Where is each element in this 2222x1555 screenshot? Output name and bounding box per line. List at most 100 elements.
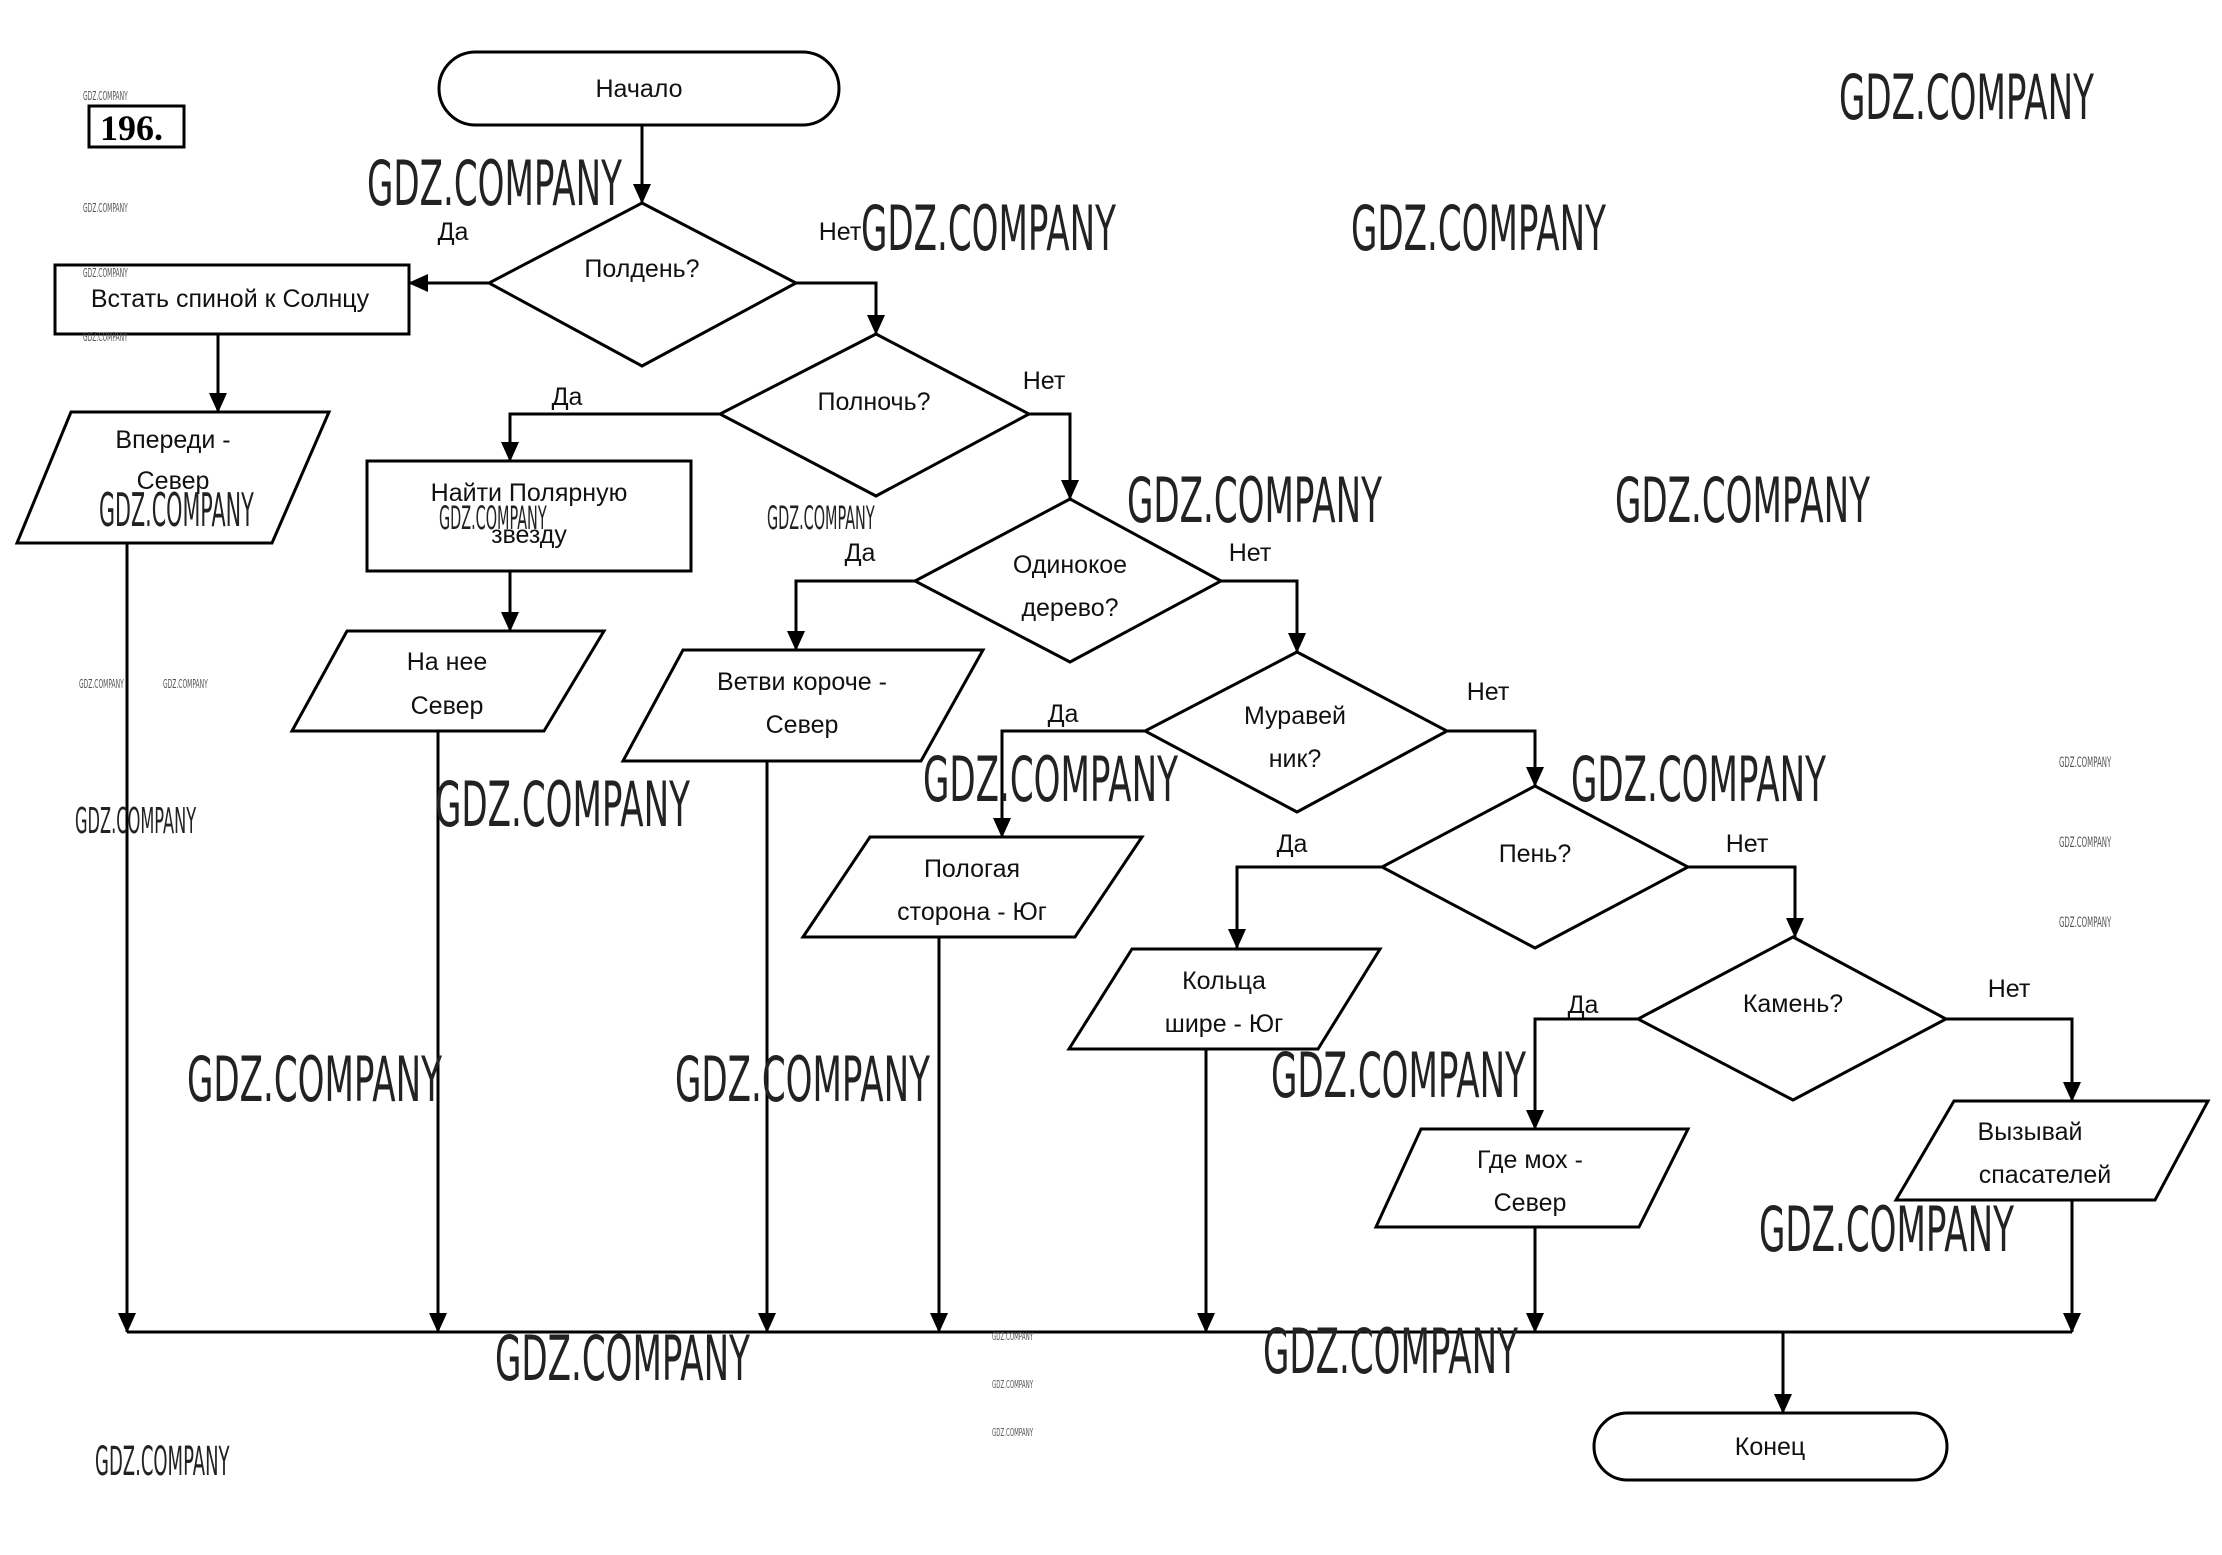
- node-stone: Камень?: [1634, 935, 1950, 1102]
- watermark: GDZ.COMPANY: [187, 1044, 442, 1116]
- node-ahead-north-line1: Впереди -: [115, 426, 230, 454]
- node-call-rescuers-line1: Вызывай: [1978, 1118, 2083, 1146]
- watermark: GDZ.COMPANY: [1571, 744, 1826, 816]
- node-toward-north: На нее Север: [289, 629, 607, 733]
- watermark: GDZ.COMPANY: [367, 148, 622, 220]
- task-number-box: [87, 104, 186, 149]
- edge-anthill-yes: [993, 729, 1145, 838]
- watermark: GDZ.COMPANY: [923, 744, 1178, 816]
- io-call-rescuers: [1893, 1099, 2211, 1202]
- watermark-small: GDZ.COMPANY: [83, 202, 128, 216]
- watermark: GDZ.COMPANY: [1839, 62, 2094, 134]
- watermark-small: GDZ.COMPANY: [2059, 754, 2111, 770]
- watermarks-small: GDZ.COMPANY GDZ.COMPANY GDZ.COMPANY GDZ.…: [79, 90, 2111, 1440]
- node-branches-shorter-line1: Ветви короче -: [717, 668, 887, 696]
- node-back-to-sun-label: Встать спиной к Солнцу: [91, 285, 370, 313]
- watermark: GDZ.COMPANY: [1615, 465, 1870, 537]
- node-anthill-line2: ник?: [1269, 745, 1322, 773]
- node-ahead-north: Впереди - Север: [14, 410, 332, 545]
- node-gentle-side: Пологая сторона - Юг: [800, 835, 1145, 939]
- node-rings-wider-line1: Кольца: [1182, 967, 1266, 995]
- label-anthill-yes: Да: [1048, 700, 1079, 728]
- watermark: GDZ.COMPANY: [99, 485, 254, 538]
- watermark-small: GDZ.COMPANY: [2059, 914, 2111, 930]
- node-stump: Пень?: [1378, 784, 1692, 950]
- watermark: GDZ.COMPANY: [1127, 465, 1382, 537]
- edges: [118, 125, 2081, 1414]
- edge-midnight-yes: [501, 412, 720, 462]
- edge-stump-yes: [1228, 865, 1382, 949]
- node-moss-north-line1: Где мох -: [1477, 1146, 1583, 1174]
- node-toward-north-line1: На нее: [407, 648, 488, 676]
- watermark-small: GDZ.COMPANY: [79, 678, 124, 692]
- node-noon: Полдень?: [485, 201, 800, 368]
- node-back-to-sun: Встать спиной к Солнцу: [53, 263, 411, 336]
- node-anthill-line1: Муравей: [1244, 702, 1346, 730]
- node-end-label: Конец: [1735, 1433, 1806, 1461]
- watermark-small: GDZ.COMPANY: [83, 90, 128, 104]
- task-number: 196.: [87, 104, 186, 149]
- node-gentle-side-line1: Пологая: [924, 855, 1020, 883]
- io-moss-north: [1373, 1127, 1691, 1229]
- decision-stump: [1378, 784, 1692, 950]
- edge-anthill-no: [1447, 729, 1544, 787]
- watermark: GDZ.COMPANY: [435, 769, 690, 841]
- watermark: GDZ.COMPANY: [1351, 193, 1606, 265]
- label-stump-yes: Да: [1277, 830, 1308, 858]
- watermark: GDZ.COMPANY: [675, 1044, 930, 1116]
- edge-labels: Да Нет Да Нет Да Нет Да Нет Да Нет Да Не…: [438, 218, 2031, 1019]
- edge-noon-no: [796, 281, 885, 335]
- node-end: Конец: [1592, 1411, 1949, 1482]
- watermark: GDZ.COMPANY: [439, 499, 547, 536]
- decision-midnight: [716, 332, 1033, 498]
- watermark-small: GDZ.COMPANY: [992, 1427, 1034, 1440]
- edge-tree-yes: [787, 579, 915, 651]
- edge-midnight-no: [1029, 412, 1079, 500]
- label-stump-no: Нет: [1726, 830, 1769, 858]
- io-toward-north: [289, 629, 607, 733]
- label-noon-no: Нет: [819, 218, 862, 246]
- watermark: GDZ.COMPANY: [495, 1323, 750, 1395]
- node-find-polaris-line2: звезду: [491, 521, 567, 549]
- label-tree-yes: Да: [845, 539, 876, 567]
- label-stone-yes: Да: [1568, 991, 1599, 1019]
- terminator-start: [437, 50, 841, 127]
- io-rings-wider: [1066, 947, 1383, 1051]
- node-midnight: Полночь?: [716, 332, 1033, 498]
- node-moss-north: Где мох - Север: [1373, 1127, 1691, 1229]
- label-tree-no: Нет: [1229, 539, 1272, 567]
- watermark: GDZ.COMPANY: [1263, 1316, 1518, 1388]
- edge-tree-no: [1221, 579, 1306, 653]
- node-find-polaris: Найти Полярную звезду: [365, 459, 693, 573]
- node-rings-wider-line2: шире - Юг: [1165, 1010, 1283, 1038]
- node-lone-tree-line2: дерево?: [1021, 594, 1118, 622]
- watermark-small: GDZ.COMPANY: [163, 678, 208, 692]
- process-find-polaris: [365, 459, 693, 573]
- node-stone-label: Камень?: [1743, 990, 1843, 1018]
- node-lone-tree-line1: Одинокое: [1013, 551, 1127, 579]
- watermark: GDZ.COMPANY: [861, 193, 1116, 265]
- node-start-label: Начало: [595, 75, 682, 103]
- watermark: GDZ.COMPANY: [767, 499, 875, 536]
- decision-anthill: [1141, 650, 1451, 814]
- node-find-polaris-line1: Найти Полярную: [431, 479, 628, 507]
- edge-stump-no: [1688, 865, 1804, 938]
- decision-noon: [485, 201, 800, 368]
- watermark-small: GDZ.COMPANY: [992, 1379, 1034, 1392]
- watermark: GDZ.COMPANY: [95, 1439, 230, 1485]
- watermark: GDZ.COMPANY: [75, 799, 197, 842]
- node-lone-tree: Одинокое дерево?: [911, 497, 1225, 664]
- label-noon-yes: Да: [438, 218, 469, 246]
- node-call-rescuers: Вызывай спасателей: [1893, 1099, 2211, 1202]
- watermark: GDZ.COMPANY: [1759, 1194, 2014, 1266]
- watermark-small: GDZ.COMPANY: [2059, 834, 2111, 850]
- decision-lone-tree: [911, 497, 1225, 664]
- io-ahead-north: [14, 410, 332, 545]
- watermark-small: GDZ.COMPANY: [83, 331, 128, 345]
- label-anthill-no: Нет: [1467, 678, 1510, 706]
- node-branches-shorter: Ветви короче - Север: [620, 648, 986, 763]
- io-gentle-side: [800, 835, 1145, 939]
- node-anthill: Муравей ник?: [1141, 650, 1451, 814]
- label-midnight-no: Нет: [1023, 367, 1066, 395]
